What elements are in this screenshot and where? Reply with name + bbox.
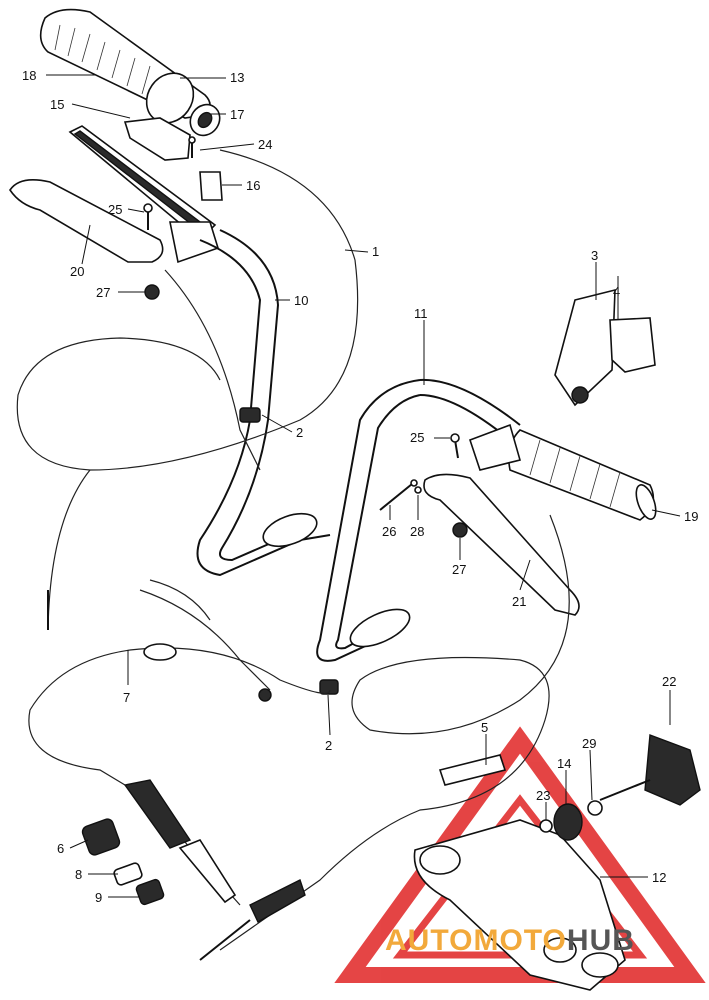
callout-7: 7 bbox=[123, 690, 130, 705]
callout-13: 13 bbox=[230, 70, 244, 85]
callout-27-right: 27 bbox=[452, 562, 466, 577]
handlebar-tube bbox=[196, 229, 521, 662]
callout-28: 28 bbox=[410, 524, 424, 539]
callout-25-left: 25 bbox=[108, 202, 122, 217]
callout-29: 29 bbox=[582, 736, 596, 751]
right-grip bbox=[507, 429, 657, 521]
callout-27-left: 27 bbox=[96, 285, 110, 300]
callout-23: 23 bbox=[536, 788, 550, 803]
handlebar-holder-12 bbox=[413, 819, 626, 991]
clamp-2-lower bbox=[319, 679, 339, 695]
callout-15: 15 bbox=[50, 97, 64, 112]
screw-24 bbox=[188, 136, 196, 158]
wiring-harness bbox=[139, 269, 272, 702]
callout-10: 10 bbox=[294, 293, 308, 308]
callout-25-right: 25 bbox=[410, 430, 424, 445]
damper-knob-22 bbox=[599, 734, 701, 806]
right-lever-holder bbox=[468, 423, 521, 471]
screw-25-right bbox=[450, 433, 460, 459]
washer-28 bbox=[414, 486, 422, 494]
callout-24: 24 bbox=[258, 137, 272, 152]
callout-14: 14 bbox=[557, 756, 571, 771]
bushing-16 bbox=[199, 171, 223, 201]
callout-labels: 18 13 15 17 24 16 25 1 20 27 10 3 4 11 2… bbox=[22, 68, 698, 905]
callout-17: 17 bbox=[230, 107, 244, 122]
screw-25-left bbox=[143, 203, 153, 230]
watermark-text: AUTOMOTOHUB bbox=[385, 924, 635, 957]
right-switch-housing bbox=[554, 288, 656, 407]
callout-6: 6 bbox=[57, 841, 64, 856]
nut-27-right bbox=[452, 522, 468, 538]
callout-16: 16 bbox=[246, 178, 260, 193]
left-bar-upper bbox=[68, 125, 219, 264]
bolt-26 bbox=[379, 479, 418, 511]
callout-20: 20 bbox=[70, 264, 84, 279]
callout-4: 4 bbox=[613, 284, 620, 299]
clutch-cable-7 bbox=[28, 643, 331, 906]
damper-14 bbox=[553, 803, 583, 841]
callout-8: 8 bbox=[75, 867, 82, 882]
callout-2-upper: 2 bbox=[296, 425, 303, 440]
callout-12: 12 bbox=[652, 870, 666, 885]
callout-21: 21 bbox=[512, 594, 526, 609]
nut-9 bbox=[135, 878, 165, 906]
callout-26: 26 bbox=[382, 524, 396, 539]
callout-19: 19 bbox=[684, 509, 698, 524]
nut-27-left bbox=[144, 284, 160, 300]
throttle-housing bbox=[123, 117, 191, 161]
left-lever-20 bbox=[9, 179, 164, 263]
callout-22: 22 bbox=[662, 674, 676, 689]
leader-lines bbox=[46, 74, 681, 898]
callout-9: 9 bbox=[95, 890, 102, 905]
callout-1: 1 bbox=[372, 244, 379, 259]
throttle-cable-1 bbox=[16, 149, 359, 631]
sleeve-8 bbox=[113, 862, 143, 886]
callout-2-lower: 2 bbox=[325, 738, 332, 753]
clutch-cable-adjuster bbox=[123, 779, 237, 904]
callout-11: 11 bbox=[414, 306, 428, 321]
front-brake-cable-5 bbox=[199, 514, 570, 961]
right-lever-21 bbox=[423, 473, 580, 616]
washer-29 bbox=[587, 800, 603, 816]
watermark-text-part2: HUB bbox=[567, 924, 635, 957]
callout-5: 5 bbox=[481, 720, 488, 735]
callout-3: 3 bbox=[591, 248, 598, 263]
plate-23 bbox=[539, 819, 553, 833]
spring-6 bbox=[81, 818, 121, 856]
callout-18: 18 bbox=[22, 68, 36, 83]
watermark-text-part1: AUTOMOTO bbox=[385, 924, 567, 957]
clamp-2-upper bbox=[239, 407, 261, 423]
